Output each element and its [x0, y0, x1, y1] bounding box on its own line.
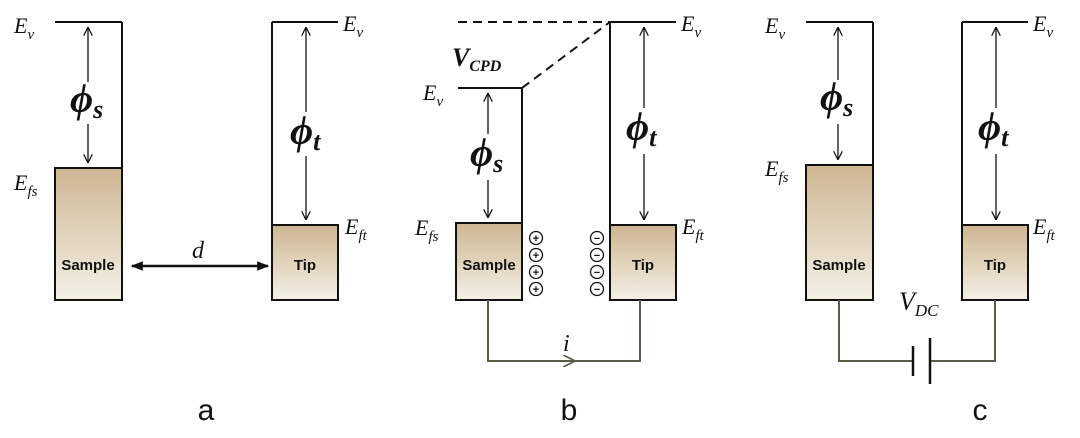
positive-charge: + — [528, 230, 544, 246]
negative-charge: − — [589, 230, 605, 246]
svg-text:−: − — [594, 267, 600, 279]
sample-ev-label: Ev — [764, 13, 785, 43]
tip-ev-label: Ev — [1032, 11, 1053, 41]
tip-ef-label: Eft — [344, 214, 368, 244]
sample-box-label: Sample — [462, 257, 515, 274]
tip-ef-label: Eft — [681, 214, 705, 244]
negative-charge: − — [589, 247, 605, 263]
panel-a-label: a — [198, 394, 215, 427]
sample-box — [455, 222, 523, 301]
svg-text:−: − — [594, 250, 600, 262]
positive-charge: + — [528, 281, 544, 297]
negative-charge: − — [589, 264, 605, 280]
tip-box-label: Tip — [294, 257, 316, 274]
phi-s-label: ϕs — [470, 130, 503, 178]
positive-charge: + — [528, 247, 544, 263]
negative-charge: − — [589, 281, 605, 297]
tip-box-label: Tip — [632, 257, 654, 274]
svg-text:+: + — [533, 233, 539, 245]
phi-s-label: ϕs — [820, 74, 853, 122]
svg-text:+: + — [533, 267, 539, 279]
vdc-label: VDC — [899, 287, 939, 320]
svg-text:−: − — [594, 233, 600, 245]
phi-t-label: ϕt — [626, 104, 657, 152]
vacuum-level-slope-dashed — [521, 21, 611, 89]
panel-c: Ev ϕs Sample Efs Ev ϕt Tip Eft VDC c — [764, 11, 1056, 427]
tip-ev-label: Ev — [342, 11, 363, 41]
phi-t-label: ϕt — [290, 108, 321, 156]
tip-box — [961, 224, 1029, 301]
dc-circuit-wire-left — [838, 300, 913, 362]
positive-charge: + — [528, 264, 544, 280]
tip-box — [271, 224, 339, 301]
tip-ev-label: Ev — [680, 11, 701, 41]
panel-a: Ev ϕs Sample Efs d Ev ϕt Tip Eft a — [13, 11, 368, 427]
sample-box-label: Sample — [812, 257, 865, 274]
distance-label: d — [192, 238, 205, 264]
positive-charges: + + + + — [528, 230, 544, 297]
panel-b-label: b — [561, 394, 578, 427]
sample-ef-label: Efs — [764, 156, 789, 186]
svg-text:+: + — [533, 284, 539, 296]
sample-box-label: Sample — [61, 257, 114, 274]
phi-t-label: ϕt — [978, 104, 1009, 152]
dc-circuit-wire-right — [930, 300, 996, 362]
phi-s-label: ϕs — [70, 76, 103, 124]
sample-ef-label: Efs — [13, 170, 38, 200]
sample-ev-label: Ev — [13, 13, 34, 43]
svg-text:+: + — [533, 250, 539, 262]
panel-c-label: c — [973, 394, 988, 427]
tip-box — [609, 224, 677, 301]
panel-b: VCPD Ev ϕs Sample Efs + + + + − − − − Ev — [414, 11, 705, 427]
svg-text:−: − — [594, 284, 600, 296]
negative-charges: − − − − — [589, 230, 605, 297]
sample-ef-label: Efs — [414, 215, 439, 245]
current-label: i — [563, 331, 570, 357]
sample-box — [54, 167, 123, 301]
tip-box-label: Tip — [984, 257, 1006, 274]
sample-box — [805, 164, 874, 301]
tip-ef-label: Eft — [1032, 214, 1056, 244]
vcpd-label: VCPD — [452, 43, 502, 75]
sample-ev-label: Ev — [422, 80, 443, 110]
